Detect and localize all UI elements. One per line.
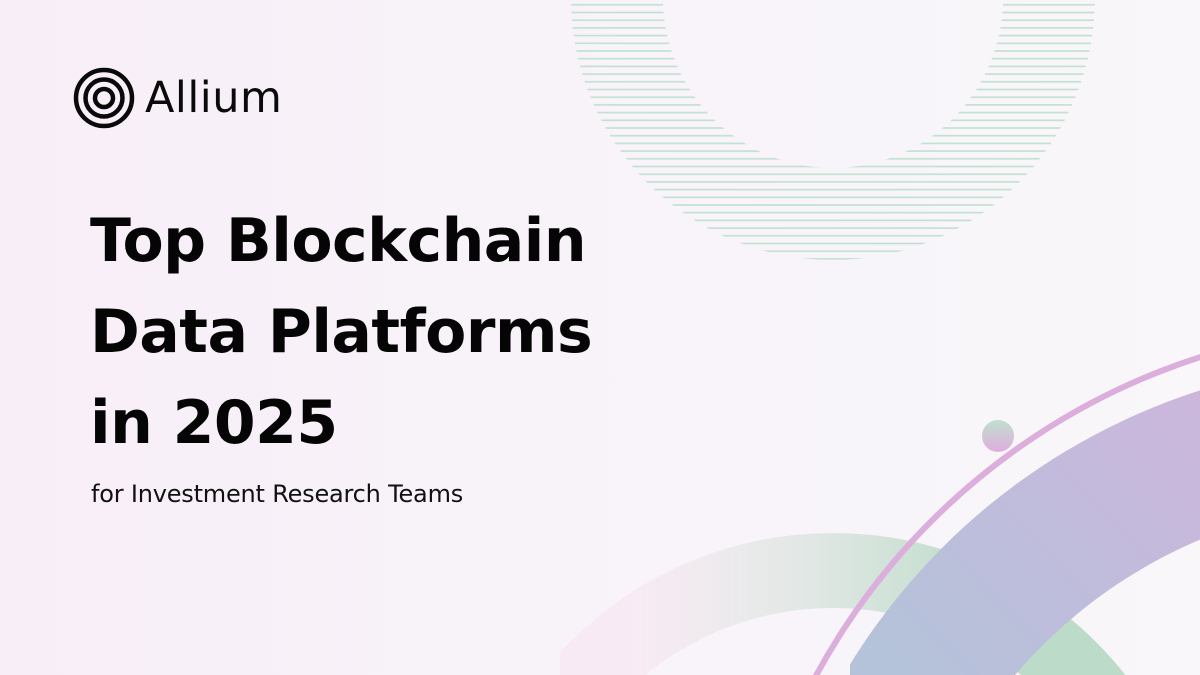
brand-name: Allium xyxy=(145,72,283,123)
orbit-node-dot xyxy=(982,420,1014,452)
concentric-rings-icon xyxy=(73,67,135,129)
brand-logo: Allium xyxy=(73,67,282,129)
title-line-2: Data Platforms xyxy=(90,297,593,367)
title-line-1: Top Blockchain xyxy=(90,206,587,276)
striped-semicircle-arc xyxy=(560,0,1120,290)
page-title: Top Blockchain Data Platforms in 2025 xyxy=(90,196,593,469)
purple-gradient-band xyxy=(850,360,1200,675)
title-line-3: in 2025 xyxy=(90,388,338,458)
subtitle: for Investment Research Teams xyxy=(91,480,464,508)
